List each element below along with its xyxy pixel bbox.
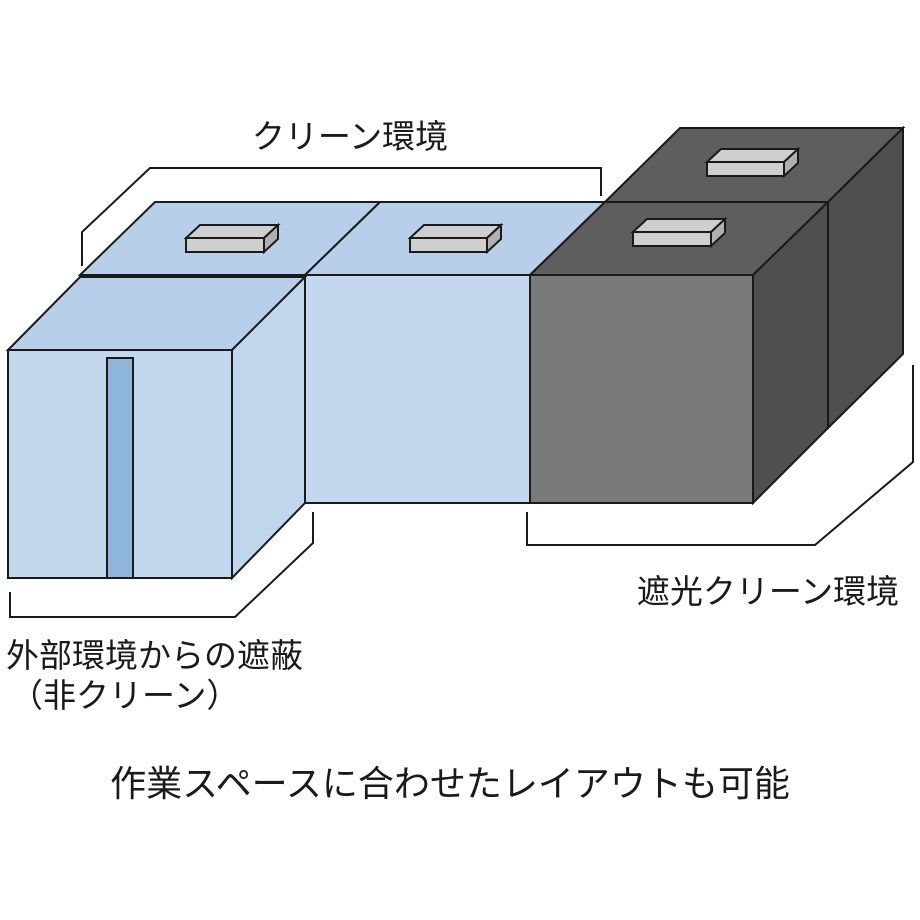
external-shielding-label: 外部環境からの遮蔽 bbox=[6, 636, 303, 675]
external-shielding-bracket bbox=[9, 512, 314, 618]
dark-booth-front bbox=[527, 199, 831, 506]
lightproof-clean-environment-label: 遮光クリーン環境 bbox=[637, 572, 899, 611]
filter-unit bbox=[407, 222, 504, 255]
clean-environment-bracket bbox=[81, 167, 602, 266]
layout-caption: 作業スペースに合わせたレイアウトも可能 bbox=[110, 764, 790, 805]
dark-booth-front-face bbox=[529, 274, 754, 504]
clean-environment-label: クリーン環境 bbox=[252, 117, 448, 156]
clean-booth-front-left bbox=[5, 274, 308, 581]
filter-unit bbox=[630, 216, 728, 249]
door-panel bbox=[106, 357, 134, 579]
filter-unit bbox=[183, 222, 281, 255]
non-clean-label: （非クリーン） bbox=[10, 676, 239, 715]
lightproof-environment-bracket bbox=[526, 365, 914, 546]
clean-booth-middle-front bbox=[304, 274, 531, 504]
filter-unit bbox=[704, 146, 801, 179]
